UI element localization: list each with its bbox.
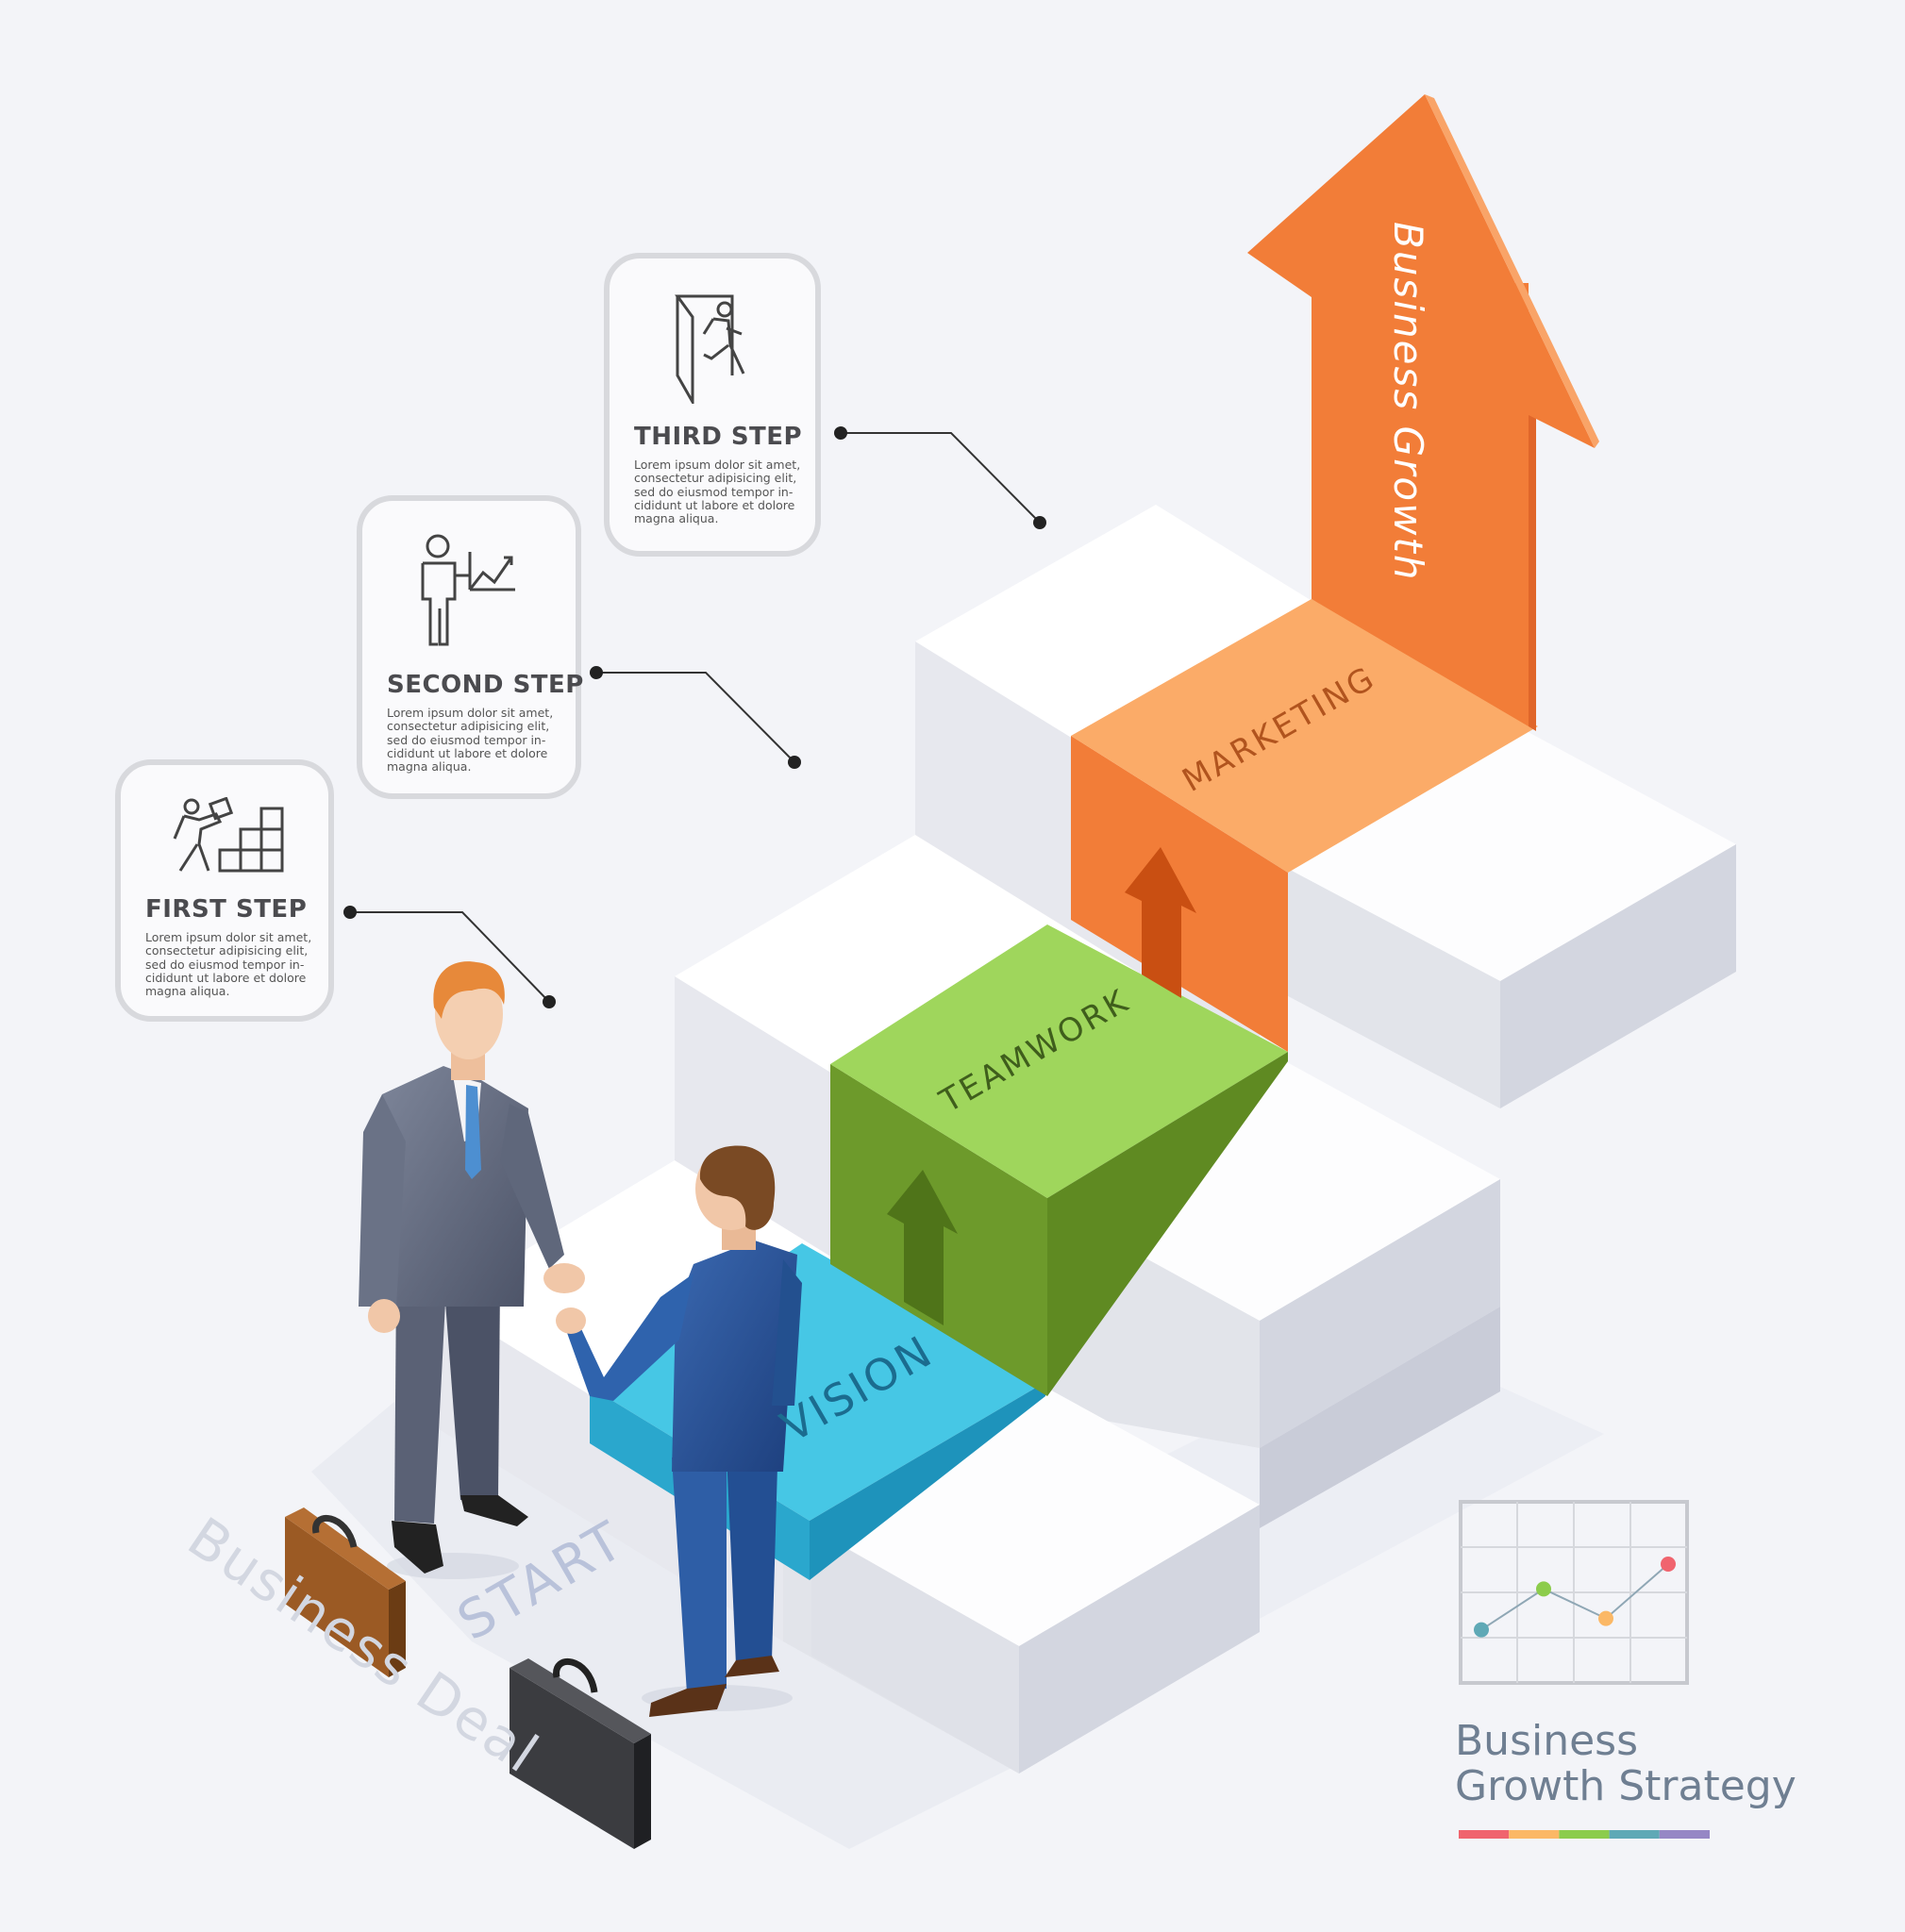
step-description: Lorem ipsum dolor sit amet, consectetur … — [634, 458, 801, 526]
step-description: Lorem ipsum dolor sit amet, consectetur … — [145, 930, 312, 999]
marketing-up-arrow-icon — [1125, 847, 1196, 998]
step-description: Lorem ipsum dolor sit amet, consectetur … — [387, 706, 554, 774]
step-title: FIRST STEP — [145, 895, 308, 924]
businessman-blue-suit — [556, 1145, 802, 1717]
branding-color-bar — [1459, 1830, 1710, 1839]
connector-dot — [1033, 516, 1046, 529]
color-bar-segment — [1609, 1830, 1660, 1839]
growth-arrow-head — [1247, 94, 1595, 448]
chart-icon-point — [1536, 1581, 1551, 1597]
step-title: SECOND STEP — [387, 671, 584, 699]
branding-title-line1: Business — [1455, 1717, 1639, 1765]
step-card-first: FIRST STEP Lorem ipsum dolor sit amet, c… — [115, 759, 334, 1022]
growth-arrow-label: Business Growth — [1385, 222, 1431, 582]
connector-dot — [543, 995, 556, 1008]
businessman-gray-suit — [359, 961, 585, 1579]
presentation-chart-icon — [417, 533, 521, 646]
connector-dot — [590, 666, 603, 679]
chart-icon-point — [1598, 1610, 1613, 1626]
connector-dot — [834, 426, 847, 440]
color-bar-segment — [1659, 1830, 1710, 1839]
chart-icon-line — [1480, 1563, 1669, 1631]
connector-dot — [788, 756, 801, 769]
color-bar-segment — [1509, 1830, 1560, 1839]
exit-door-icon — [670, 291, 755, 408]
chart-icon-point — [1474, 1622, 1489, 1638]
line-chart-icon — [1459, 1500, 1689, 1685]
chart-icon-point — [1661, 1557, 1676, 1572]
step-title: THIRD STEP — [634, 423, 803, 451]
connector-dot — [343, 906, 357, 919]
teamwork-up-arrow-icon — [887, 1170, 958, 1325]
color-bar-segment — [1459, 1830, 1510, 1839]
building-blocks-icon — [163, 796, 286, 874]
step-card-third: THIRD STEP Lorem ipsum dolor sit amet, c… — [604, 253, 821, 557]
marketing-step-top — [1071, 599, 1538, 873]
brown-briefcase-icon — [285, 1507, 406, 1677]
color-bar-segment — [1559, 1830, 1610, 1839]
black-briefcase-icon — [510, 1658, 651, 1849]
step-card-second: SECOND STEP Lorem ipsum dolor sit amet, … — [357, 495, 584, 799]
growth-arrow-shaft — [1312, 283, 1529, 726]
branding-title-line2: Growth Strategy — [1455, 1762, 1796, 1810]
connector-lines — [350, 432, 1041, 1003]
